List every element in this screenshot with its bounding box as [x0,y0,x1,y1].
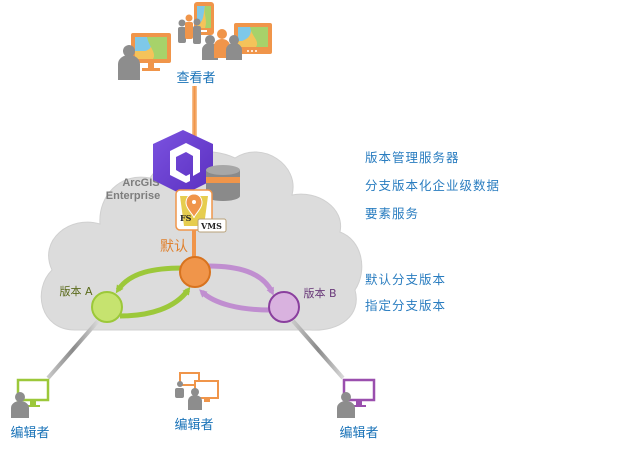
editor-a-label: 编辑者 [10,426,49,441]
feature-service-icon: FS VMS [175,189,227,233]
viewers-label: 查看者 [176,70,215,86]
editor-a-connector [46,319,100,380]
legend-feature-service: 要素服务 [365,206,419,221]
viewer-people-small-icon [178,14,201,44]
legend-version-management-server: 版本管理服务器 [365,150,460,165]
version-a-label: 版本 A [59,284,92,298]
default-version-label: 默认 [160,239,188,255]
version-b-label: 版本 B [303,286,336,300]
legend: 版本管理服务器 分支版本化企业级数据 要素服务 默认分支版本 指定分支版本 [365,150,500,313]
viewer-person-icon [118,45,140,80]
viewers-group: 查看者 [118,2,272,86]
viewer-group-people-icon [202,29,242,60]
editor-a: 编辑者 [10,378,50,441]
version-a-node[interactable] [91,291,123,323]
editor-b: 编辑者 [337,378,379,441]
editor-monitors-orange-icon [179,372,219,402]
viewer-connector-line [192,86,197,146]
editor-monitor-green-icon [16,378,50,407]
editor-b-label: 编辑者 [339,426,378,441]
default-to-b-arrow [207,263,275,296]
viewer-monitor-icon [131,33,171,71]
editor-default-label: 编辑者 [174,418,213,433]
default-version-node[interactable] [179,256,211,288]
editor-people-icon [175,381,202,410]
legend-default-branch-version: 默认分支版本 [365,272,446,287]
default-to-a-arrow [115,265,184,294]
legend-named-branch-version: 指定分支版本 [365,298,446,313]
arcgis-label: ArcGIS [122,177,159,189]
enterprise-label: Enterprise [106,190,160,202]
b-to-default-arrow [199,289,271,313]
editor-person-icon [11,392,29,418]
fs-badge-label: FS [180,213,192,223]
version-management-server-icon [153,130,213,195]
editor-default: 编辑者 [174,372,219,433]
vms-badge-label: VMS [200,221,222,231]
editor-b-connector [291,319,345,380]
version-b-node[interactable] [268,291,300,323]
a-to-default-arrow [119,286,191,319]
editor-person-icon [337,392,355,418]
legend-branch-versioned-data: 分支版本化企业级数据 [365,178,500,193]
editor-monitor-purple-icon [342,378,376,407]
viewer-tablet-icon [234,23,272,54]
